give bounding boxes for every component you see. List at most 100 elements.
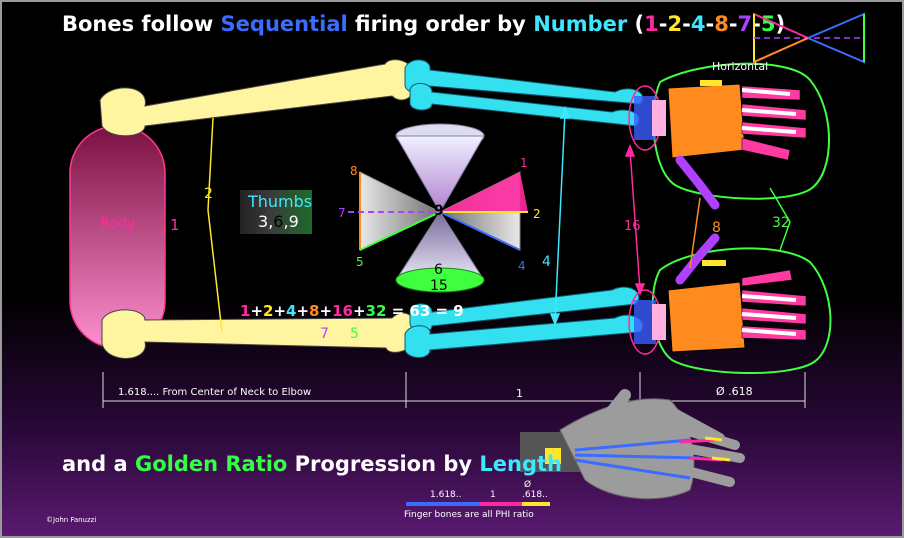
fingers-number: 32 [772,215,790,231]
cone-bottom-label-b: 15 [430,278,448,294]
title-text-2: firing order by [347,12,534,36]
carpals-bottom [634,300,656,344]
body-number: 1 [170,216,180,234]
eq-8: 8 [309,302,320,320]
subtitle-length: Length [479,452,563,476]
eq-4: 4 [286,302,297,320]
phalanges-top [741,85,807,161]
thumbs-comma: , [268,212,274,231]
tri-num-1: 1 [520,156,528,170]
seq-dash: - [658,12,668,36]
thumb-bottom [675,233,720,285]
dim-right-label: Ø .618 [716,385,753,398]
title-paren-close: ) [775,12,786,36]
phalanges-top-white [741,88,797,134]
phi-label-c-symbol: Ø [524,480,532,490]
tri-num-7: 7 [338,206,346,220]
eq-2: 2 [263,302,274,320]
hand-measure [689,197,701,269]
cone-center-label: 9 [434,203,444,219]
seq-dash: - [682,12,691,36]
tri-num-8: 8 [350,164,358,178]
eq-plus: + [319,302,333,320]
eq-1: 1 [240,302,251,320]
hand-bottom-outline [651,247,832,375]
tri-num-2: 2 [533,207,541,221]
seq-dash: - [705,12,715,36]
carpals-top [634,96,656,140]
thumbs-3: 3 [258,212,269,231]
thumbs-box [240,190,312,234]
thumb-tip-top [700,80,722,86]
cone-top [395,135,485,213]
body-label: Body [100,216,136,232]
phi-label-c: .618.. [522,490,548,500]
thumb-top [675,155,720,210]
length-dimension-line [102,372,806,408]
title-text-1: Bones follow [62,12,221,36]
wrist-measure [624,143,646,297]
phi-hand [520,389,745,500]
forearm-measure [549,105,571,327]
title-number: Number [533,12,628,36]
carpals-bottom-2 [652,304,666,340]
horizontal-label: Horizontal [712,60,769,73]
cone-top-label: 3, 12 [424,109,460,125]
copyright: ©John Fanuzzi [46,516,97,524]
dim-mid-label: 1 [516,387,523,400]
title-sequential: Sequential [220,12,348,36]
thumbs-label: Thumbs [248,192,313,211]
forearm-number: 4 [542,254,551,270]
horizontal-bowtie [753,12,865,64]
fingers-measure [769,187,791,251]
seq-4: 4 [690,12,706,36]
metacarpals-top [667,83,746,159]
upper-arm-bone-top [99,59,415,137]
seq-2: 2 [667,12,683,36]
sum-equation: 1+2+4+8+16+32 = 63 = 9 [240,302,464,320]
title-paren-open: ( [627,12,645,36]
hand-top [628,62,830,210]
subtitle: and a Golden Ratio Progression by Length [62,452,562,476]
hand-top-outline [652,62,830,200]
vortex-cone [348,123,528,293]
phi-label-a: 1.618.. [430,490,462,500]
cone-bottom-label-a: 6 [434,262,443,278]
eq-plus: + [273,302,287,320]
upper-arm-measure [207,117,223,333]
phi-hand-thumb [599,389,631,426]
seq-8: 8 [714,12,729,36]
hand-bottom [628,233,832,375]
eq-result: = 63 = 9 [386,302,464,320]
eq-plus: + [352,302,366,320]
wrist-number: 16 [624,219,641,234]
seq-dash: - [752,12,761,36]
eq-plus: + [296,302,310,320]
phalanges-bottom-white [741,294,797,336]
thumbs-comma: , [283,212,289,231]
carpals-top-2 [652,100,666,136]
eq-16: 16 [332,302,353,320]
eq-32: 32 [365,302,387,320]
thumbs-numbers: 3,6,9 [258,212,299,231]
eq-sub-5: 5 [350,326,359,342]
phalanges-bottom [741,269,807,341]
cone-bottom-ellipse [395,267,485,293]
finger-note: Finger bones are all PHI ratio [404,510,534,520]
phi-hand-carpal-yellow [545,448,561,464]
phi-label-b: 1 [490,490,496,500]
thumb-tip-bottom [702,260,726,266]
tri-num-4: 4 [518,259,526,273]
phi-hand-bones-blue [574,438,701,480]
seq-7: 7 [737,12,753,36]
tri-num-5: 5 [356,255,364,269]
eq-sub-7: 7 [320,326,329,342]
subtitle-text-1: and a [62,452,135,476]
phi-hand-bones-yellow [704,436,731,462]
eq-plus: + [250,302,264,320]
metacarpals-bottom [667,281,746,353]
subtitle-golden-ratio: Golden Ratio [134,452,288,476]
dim-left-label: 1.618.... From Center of Neck to Elbow [118,387,312,398]
